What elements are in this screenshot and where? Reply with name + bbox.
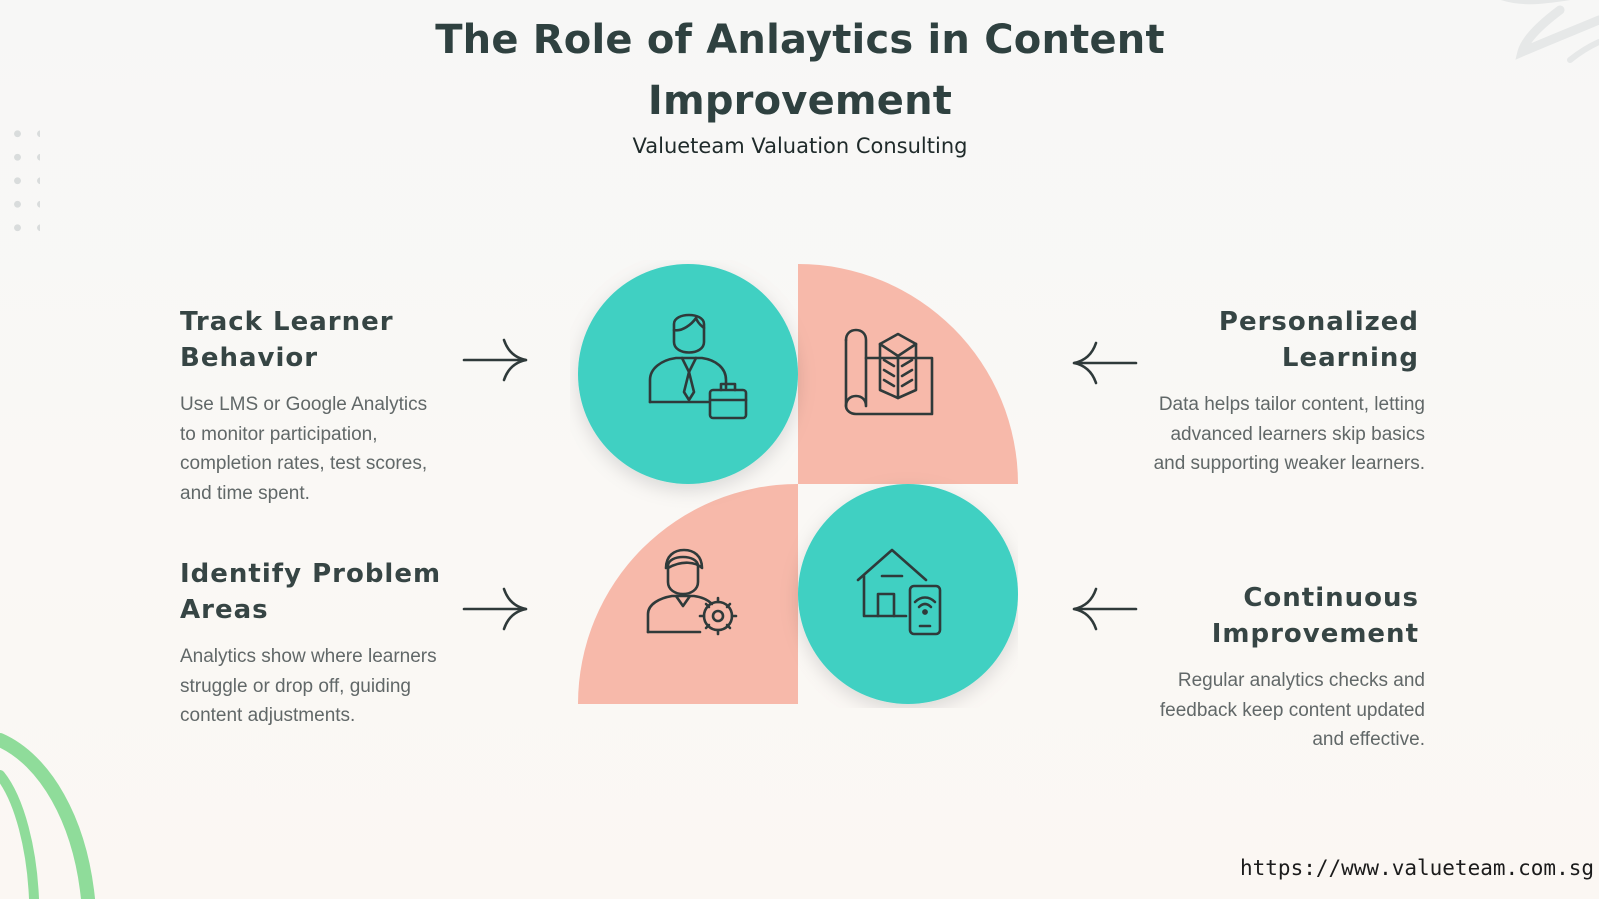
businessman-briefcase-icon xyxy=(648,313,748,420)
item-description: Use LMS or Google Analytics to monitor p… xyxy=(180,394,428,504)
arrow-right-icon xyxy=(462,338,528,382)
smart-home-phone-icon xyxy=(856,548,942,636)
item-title: Personalized Learning xyxy=(1218,307,1419,373)
dot-grid-decoration xyxy=(6,122,40,247)
quadrant-bottom-right-shape xyxy=(798,484,1018,704)
page-title: The Role of Anlaytics in Content Improve… xyxy=(435,17,1165,124)
arrow-left-icon xyxy=(1072,587,1138,631)
arrow-left-icon xyxy=(1072,341,1138,385)
item-identify-problem-areas: Identify Problem Areas Analytics show wh… xyxy=(180,556,445,731)
brush-stroke-decoration-top-right xyxy=(1500,0,1599,63)
person-gear-icon xyxy=(646,548,738,636)
arrow-right-icon xyxy=(462,587,528,631)
website-url[interactable]: https://www.valueteam.com.sg xyxy=(1240,856,1595,880)
quadrant-diagram xyxy=(578,264,1018,704)
item-title: Identify Problem Areas xyxy=(180,559,442,625)
item-description: Regular analytics checks and feedback ke… xyxy=(1159,670,1425,750)
item-title: Continuous Improvement xyxy=(1211,583,1419,649)
item-continuous-improvement: Continuous Improvement Regular analytics… xyxy=(1140,580,1425,755)
quadrant-top-right-shape xyxy=(798,264,1018,484)
item-personalized-learning: Personalized Learning Data helps tailor … xyxy=(1135,304,1425,479)
item-description: Analytics show where learners struggle o… xyxy=(180,646,437,726)
page-subtitle: Valueteam Valuation Consulting xyxy=(632,134,968,158)
item-track-learner-behavior: Track Learner Behavior Use LMS or Google… xyxy=(180,304,445,508)
item-title: Track Learner Behavior xyxy=(180,307,394,373)
building-blueprint-icon xyxy=(844,328,934,416)
item-description: Data helps tailor content, letting advan… xyxy=(1153,394,1425,474)
leaf-decoration-bottom-left xyxy=(0,733,95,899)
